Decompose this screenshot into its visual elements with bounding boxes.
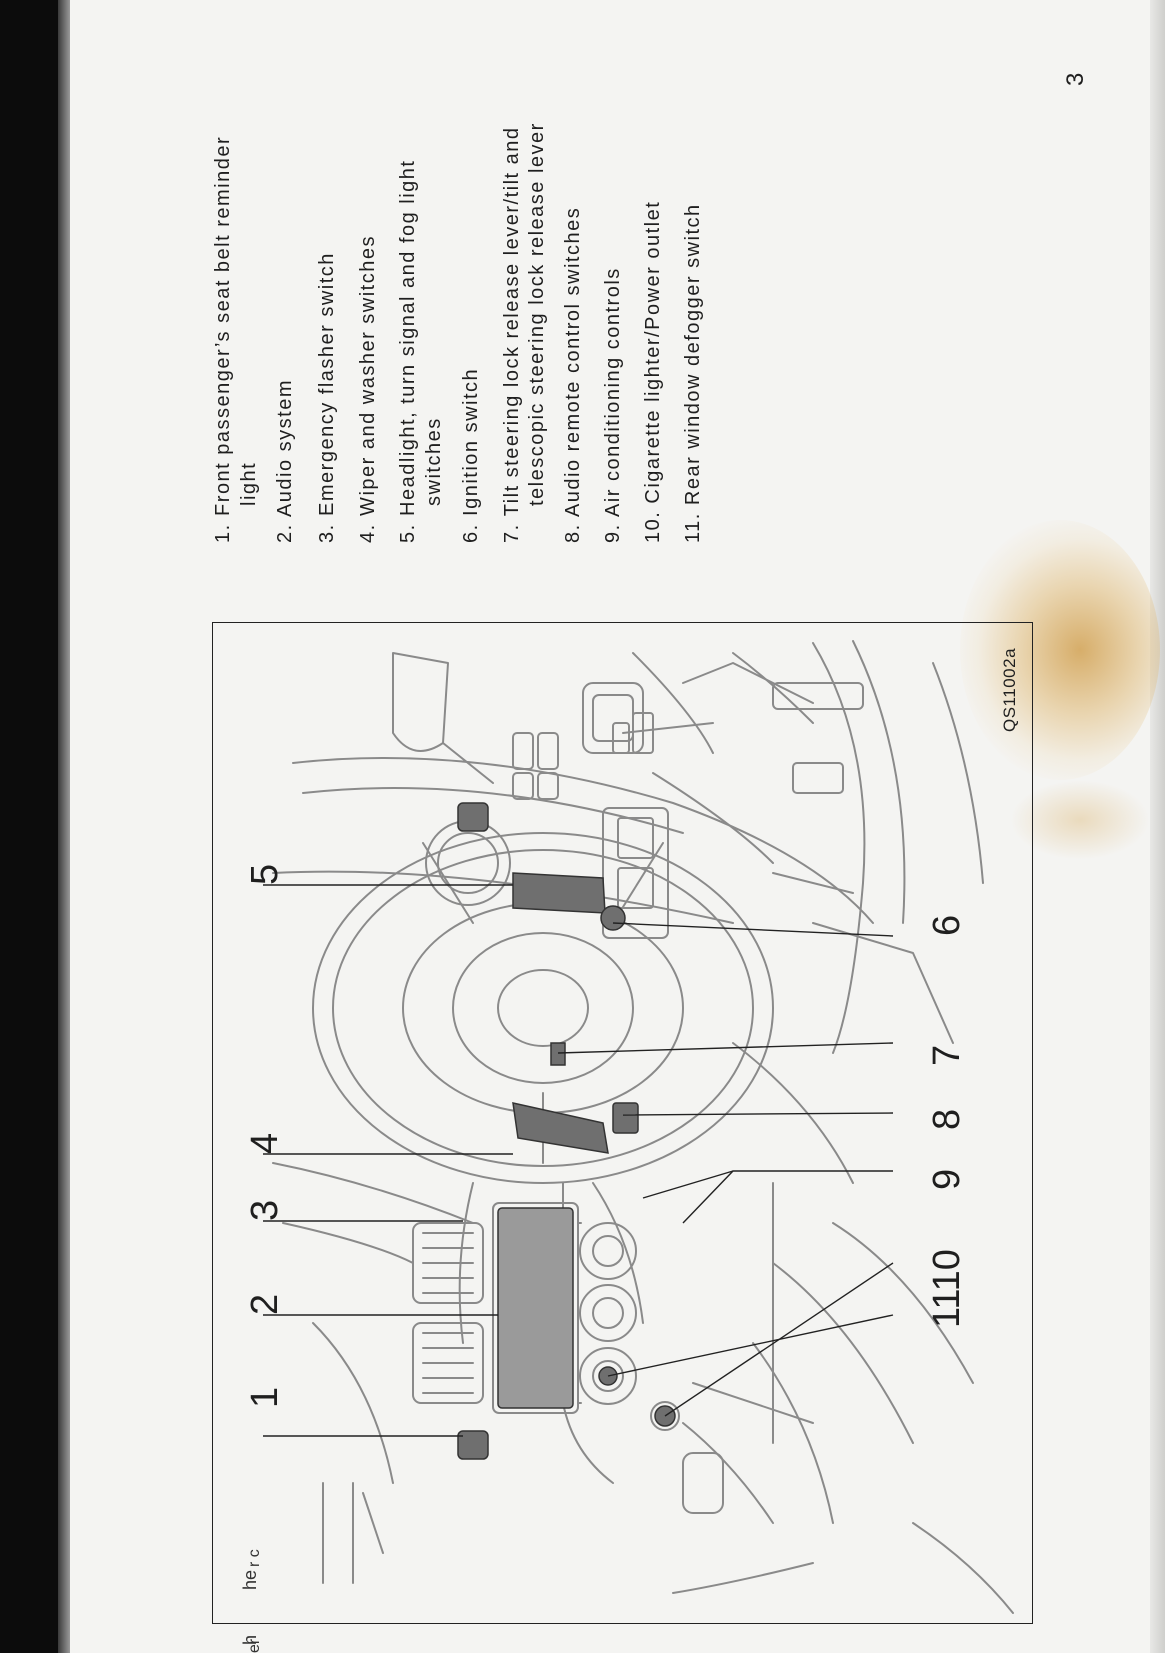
callout-10-11: 1110: [926, 1249, 968, 1328]
page-right-edge: [1150, 0, 1165, 1653]
callout-6: 6: [926, 914, 968, 936]
callout-9: 9: [926, 1168, 968, 1190]
callout-3: 3: [244, 1199, 286, 1221]
legend-item-8: 8. Audio remote control switches: [562, 206, 584, 543]
paper-stain: [960, 520, 1160, 780]
edge-fragment: er: [246, 1638, 263, 1653]
binding-edge: [58, 0, 70, 1653]
callout-8: 8: [926, 1108, 968, 1130]
page-number: 3: [1062, 72, 1089, 86]
callout-4: 4: [244, 1132, 286, 1154]
callout-1: 1: [244, 1386, 286, 1408]
callout-7: 7: [926, 1044, 968, 1066]
legend-item-5-cont: switches: [423, 417, 445, 506]
legend-item-3: 3. Emergency flasher switch: [316, 252, 338, 543]
legend-item-4: 4. Wiper and washer switches: [357, 235, 379, 543]
callout-2: 2: [244, 1293, 286, 1315]
legend-item-9: 9. Air conditioning controls: [602, 267, 624, 543]
legend-item-1: 1. Front passenger’s seat belt reminder: [212, 135, 234, 543]
legend-item-11: 11. Rear window defogger switch: [682, 203, 704, 543]
legend-item-1-cont: light: [238, 461, 260, 506]
book-binding-shadow: [0, 0, 58, 1653]
legend-item-7-cont: telescopic steering lock release lever: [526, 122, 548, 506]
legend-item-5: 5. Headlight, turn signal and fog light: [397, 159, 419, 543]
figure-code: QS11002a: [1000, 647, 1019, 732]
legend-item-10: 10. Cigarette lighter/Power outlet: [642, 200, 664, 543]
legend-item-6: 6. Ignition switch: [460, 367, 482, 543]
paper-stain-small: [1010, 780, 1150, 860]
legend-item-7: 7. Tilt steering lock release lever/tilt…: [501, 126, 523, 544]
callout-5: 5: [244, 863, 286, 885]
dashboard-illustration: [263, 640, 1014, 1614]
legend-item-2: 2. Audio system: [274, 378, 296, 543]
figure-frame: [212, 622, 1033, 1624]
